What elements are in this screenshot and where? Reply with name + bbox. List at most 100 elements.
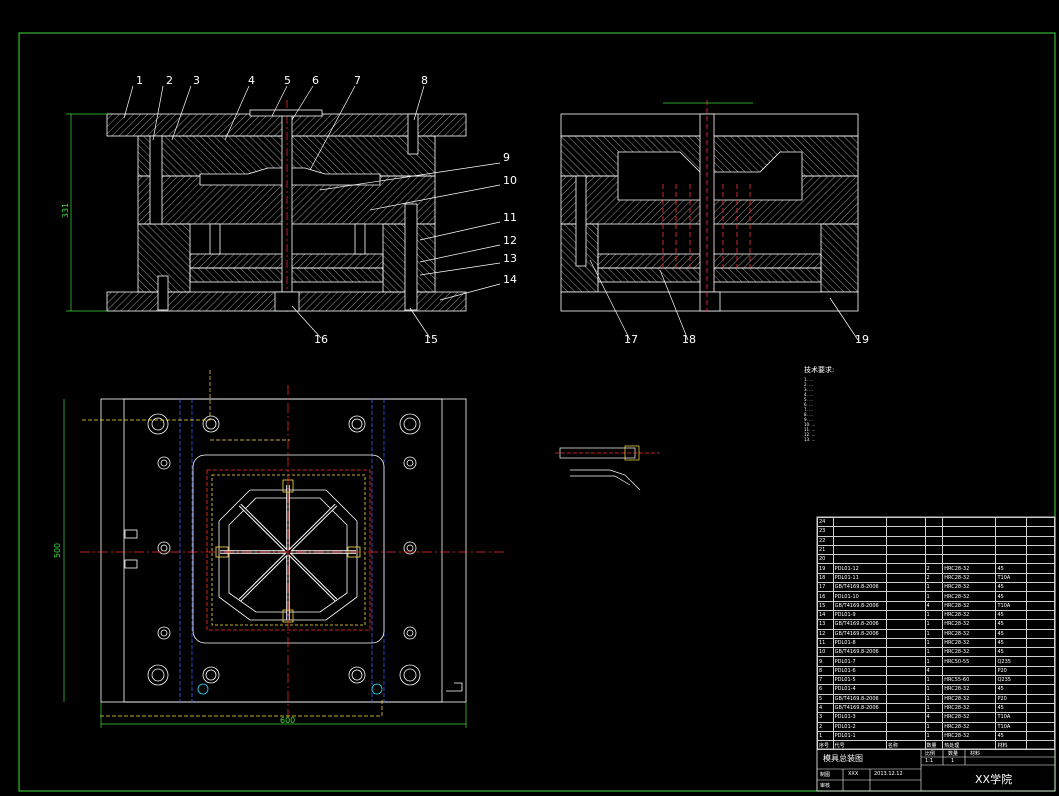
technical-notes: 技术要求: 1. ... 2. ... 3. ... 4. ... 5. ...…	[804, 366, 954, 442]
school-name: XX学院	[975, 773, 1013, 786]
bom-cell	[885, 637, 926, 649]
plan-centerlines	[80, 385, 505, 718]
bom-cell-remark	[1025, 554, 1056, 565]
bom-cell	[885, 675, 926, 686]
bom-cell: HRC28-32	[942, 619, 997, 630]
bom-cell-remark	[1025, 740, 1056, 751]
bom-cell-remark	[1025, 609, 1056, 621]
bom-cell	[885, 544, 926, 556]
part-number-label: 8	[421, 74, 428, 87]
part-number-label: 18	[682, 333, 696, 346]
bom-cell: HRC55-60	[942, 675, 997, 686]
bom-cell: HRC28-32	[942, 637, 997, 649]
bom-cell: 1	[924, 582, 944, 593]
bom-cell: 1	[924, 684, 944, 695]
bom-cell	[995, 526, 1027, 537]
bom-cell: 名称	[885, 740, 926, 751]
bom-cell: 45	[995, 647, 1027, 658]
bom-cell: 45	[995, 684, 1027, 695]
bom-cell: HRC28-32	[942, 563, 997, 574]
bom-cell: PDL01-5	[832, 675, 887, 686]
bom-cell	[885, 563, 926, 574]
bom-cell: HRC28-32	[942, 628, 997, 639]
part-number-label: 6	[312, 74, 319, 87]
bom-cell: T10A	[995, 600, 1027, 611]
bom-cell	[924, 516, 944, 528]
bom-cell: 17	[817, 582, 834, 593]
bom-cell: HRC28-32	[942, 693, 997, 704]
bom-cell-remark	[1025, 544, 1056, 556]
bom-cell: HRC28-32	[942, 600, 997, 611]
plan-view	[100, 398, 467, 703]
bom-cell: 序号	[817, 740, 834, 751]
bom-cell: 19	[817, 563, 834, 574]
bom-cell	[885, 647, 926, 658]
row-label-check: 审核	[820, 783, 831, 789]
part-number-label: 1	[136, 74, 143, 87]
part-number-label: 9	[503, 151, 510, 164]
bom-row: 24	[817, 516, 1056, 528]
bom-cell: 1	[924, 730, 944, 742]
bom-cell: 15	[817, 600, 834, 611]
part-number-label: 4	[248, 74, 255, 87]
bom-cell: 45	[995, 591, 1027, 602]
dimension-height-front: 331	[61, 202, 71, 219]
dimension-height-plan: 500	[53, 542, 63, 559]
bom-cell-remark	[1025, 721, 1056, 732]
bom-cell: 3	[817, 712, 834, 723]
notes-title: 技术要求:	[804, 366, 835, 374]
bom-cell	[885, 684, 926, 695]
bom-cell: Q235	[995, 656, 1027, 667]
bom-cell	[885, 526, 926, 537]
bom-cell	[832, 516, 887, 528]
bom-cell-remark	[1025, 712, 1056, 723]
bom-cell: 18	[817, 572, 834, 584]
bom-cell: 45	[995, 730, 1027, 742]
drawing-name: 模具总装图	[823, 754, 863, 763]
bom-cell: 1	[924, 656, 944, 667]
bom-cell: 4	[924, 712, 944, 723]
bom-cell	[924, 526, 944, 537]
bom-cell: 1	[924, 637, 944, 649]
note-line: 8. ...	[804, 412, 813, 417]
part-number-label: 10	[503, 174, 517, 187]
dimension-width-plan: 600	[280, 716, 296, 725]
bom-cell: GB/T4169.8-2006	[832, 702, 887, 714]
ejector-pins-side	[662, 100, 751, 312]
bom-cell	[832, 544, 887, 556]
bom-cell	[885, 516, 926, 528]
sheet-label: 数量	[948, 751, 959, 757]
bom-cell-remark	[1025, 628, 1056, 639]
bom-cell: 1	[924, 628, 944, 639]
part-number-label: 13	[503, 252, 517, 265]
bom-cell: 45	[995, 628, 1027, 639]
bom-cell-remark	[1025, 591, 1056, 602]
sheet-value: 1	[951, 758, 955, 764]
bom-cell: T10A	[995, 572, 1027, 584]
dim-plan	[63, 399, 467, 728]
note-line: 11. ...	[804, 427, 816, 432]
bom-cell: 1	[924, 693, 944, 704]
note-line: 5. ...	[804, 397, 813, 402]
bom-cell: HRC50-55	[942, 656, 997, 667]
bom-cell	[942, 526, 997, 537]
drawing-border	[18, 32, 1056, 792]
bom-cell: 1	[924, 591, 944, 602]
bom-cell: 8	[817, 665, 834, 677]
bom-cell: PDL01-11	[832, 572, 887, 584]
note-line: 2. ...	[804, 382, 813, 387]
bom-cell: HRC28-32	[942, 684, 997, 695]
bom-cell-remark	[1025, 647, 1056, 658]
bom-cell	[885, 600, 926, 611]
section-path	[82, 370, 383, 717]
leader-lines-front	[123, 85, 501, 339]
